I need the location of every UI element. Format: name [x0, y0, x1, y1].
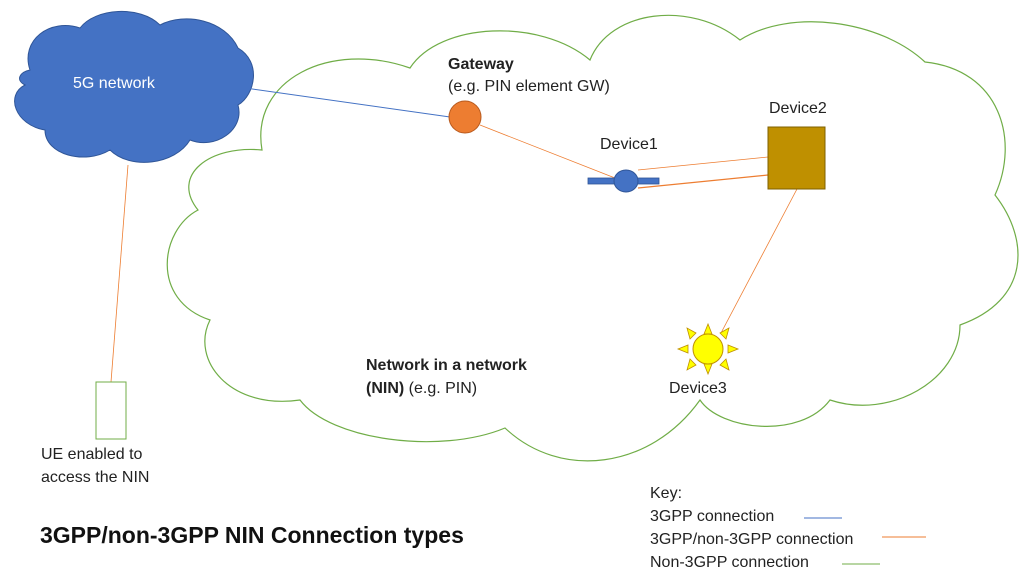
nin-abbrev: (NIN) — [366, 380, 405, 397]
device2-node — [767, 126, 826, 190]
key-item-3gpp: 3GPP connection — [650, 508, 775, 525]
ue-device — [95, 381, 127, 440]
device3-node — [676, 322, 740, 376]
link-device1-device2-a — [637, 156, 769, 171]
key-item-3gpp-non3gpp: 3GPP/non-3GPP connection — [650, 531, 854, 548]
link-gateway-device1 — [479, 124, 616, 179]
ue-label-line2: access the NIN — [41, 469, 150, 486]
gateway-subtitle: (e.g. PIN element GW) — [448, 78, 610, 95]
nin-label-line1: Network in a network — [366, 357, 527, 374]
five-g-cloud — [14, 11, 254, 163]
link-device2-device3 — [720, 188, 798, 334]
link-5g-gateway — [244, 87, 451, 118]
key-item-non3gpp: Non-3GPP connection — [650, 554, 809, 571]
diagram-title: 3GPP/non-3GPP NIN Connection types — [40, 522, 464, 548]
gateway-title: Gateway — [448, 56, 514, 73]
ue-label-line1: UE enabled to — [41, 446, 143, 463]
device1-label: Device1 — [600, 136, 658, 153]
device3-label: Device3 — [669, 380, 727, 397]
device2-label: Device2 — [769, 100, 827, 117]
link-device1-device2-b — [637, 174, 769, 189]
link-5g-ue — [110, 164, 129, 383]
gateway-node — [448, 100, 482, 134]
nin-label-line2: (NIN) (e.g. PIN) — [366, 378, 477, 400]
key-heading: Key: — [650, 485, 683, 502]
five-g-label: 5G network — [73, 75, 155, 92]
nin-example: (e.g. PIN) — [404, 380, 478, 397]
device1-node — [587, 169, 660, 193]
